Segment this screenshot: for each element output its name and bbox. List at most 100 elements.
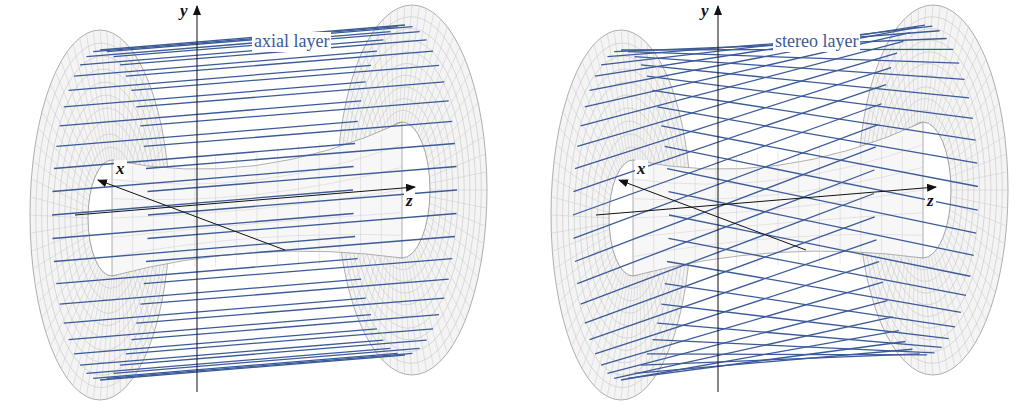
sense-wire bbox=[140, 101, 448, 126]
sense-wire bbox=[107, 27, 413, 52]
sense-wire bbox=[64, 298, 366, 323]
mesh-line bbox=[215, 156, 216, 268]
axial-panel bbox=[30, 5, 487, 400]
sense-wire bbox=[140, 279, 448, 304]
sense-wire bbox=[667, 261, 961, 312]
mesh-spoke bbox=[427, 103, 478, 158]
sense-wire bbox=[601, 282, 883, 365]
sense-wire bbox=[120, 340, 427, 365]
mesh-spoke bbox=[121, 44, 127, 164]
mesh-spoke bbox=[920, 258, 925, 374]
mesh-spoke bbox=[552, 229, 609, 251]
sense-wire bbox=[93, 27, 397, 52]
sense-wire bbox=[60, 101, 362, 126]
sense-wire bbox=[595, 262, 879, 354]
sense-wire bbox=[74, 51, 377, 76]
mesh-spoke bbox=[650, 84, 671, 177]
sense-wire bbox=[577, 53, 897, 146]
mesh-spoke bbox=[67, 269, 101, 378]
sense-wire bbox=[64, 82, 366, 107]
mesh-spoke bbox=[949, 216, 1002, 261]
mesh-spoke bbox=[950, 154, 1006, 177]
mesh-spoke bbox=[891, 36, 907, 133]
mesh-line bbox=[257, 151, 258, 266]
sense-wire bbox=[581, 193, 874, 304]
sense-wire bbox=[136, 82, 444, 107]
y-axis bbox=[718, 6, 719, 392]
mesh-spoke bbox=[640, 274, 641, 393]
mesh-spoke bbox=[551, 215, 609, 218]
mesh-spoke bbox=[880, 59, 903, 142]
mesh-line bbox=[381, 136, 382, 263]
sense-wire bbox=[657, 323, 941, 347]
mesh-spoke bbox=[51, 84, 96, 177]
layer-title: stereo layer bbox=[773, 32, 860, 52]
sense-wire bbox=[54, 144, 355, 169]
mesh-spoke bbox=[948, 103, 999, 158]
mesh-spoke bbox=[425, 87, 474, 152]
mesh-line bbox=[902, 136, 903, 263]
sense-wire bbox=[144, 121, 453, 146]
mesh-spoke bbox=[31, 179, 88, 207]
mesh-spoke bbox=[582, 61, 620, 170]
mesh-line bbox=[194, 158, 195, 268]
sense-wire bbox=[575, 68, 891, 169]
mesh-spoke bbox=[418, 36, 454, 133]
mesh-spoke bbox=[577, 72, 618, 173]
mesh-spoke bbox=[80, 274, 105, 393]
mesh-line bbox=[112, 213, 402, 238]
sense-wire bbox=[114, 348, 420, 373]
mesh-spoke bbox=[588, 269, 622, 378]
mesh-spoke bbox=[588, 52, 622, 167]
sense-wire bbox=[60, 279, 362, 304]
mesh-spoke bbox=[383, 253, 391, 361]
mesh-spoke bbox=[410, 255, 434, 367]
mesh-spoke bbox=[100, 276, 112, 400]
sense-wire bbox=[614, 317, 893, 378]
mesh-line bbox=[695, 161, 696, 269]
mesh-spoke bbox=[950, 210, 1005, 244]
sense-wire bbox=[573, 125, 878, 239]
axis-label: y bbox=[699, 2, 711, 21]
axis-label: x bbox=[635, 160, 648, 179]
mesh-line bbox=[819, 146, 820, 265]
mesh-spoke bbox=[119, 274, 120, 393]
mesh-spoke bbox=[61, 61, 99, 170]
sense-wire bbox=[100, 355, 405, 380]
mesh-line bbox=[778, 151, 779, 266]
sense-wire bbox=[585, 217, 875, 323]
mesh-spoke bbox=[567, 98, 615, 182]
mesh-spoke bbox=[413, 19, 441, 127]
sense-wire bbox=[107, 353, 413, 378]
sense-wire bbox=[126, 329, 433, 354]
mesh-spoke bbox=[911, 13, 915, 125]
sense-wire bbox=[80, 40, 383, 65]
mesh-spoke bbox=[73, 272, 103, 386]
mesh-line bbox=[319, 143, 320, 264]
sense-wire bbox=[52, 190, 353, 215]
mesh-spoke bbox=[35, 240, 89, 286]
mesh-spoke bbox=[934, 19, 962, 127]
mesh-spoke bbox=[46, 98, 94, 182]
mesh-spoke bbox=[383, 19, 391, 127]
mesh-spoke bbox=[30, 197, 88, 212]
axis-label: z bbox=[925, 192, 936, 211]
sense-wire bbox=[144, 259, 453, 284]
y-axis bbox=[197, 6, 198, 392]
mesh-spoke bbox=[424, 73, 470, 147]
sense-wire bbox=[669, 192, 974, 256]
mesh-spoke bbox=[30, 215, 88, 218]
layer-title: axial layer bbox=[252, 32, 331, 52]
mesh-spoke bbox=[123, 52, 133, 167]
sense-wire bbox=[74, 329, 377, 354]
mesh-spoke bbox=[67, 52, 101, 167]
mesh-spoke bbox=[552, 179, 609, 207]
sense-wire bbox=[136, 298, 444, 323]
sense-wire bbox=[590, 240, 877, 340]
mesh-line bbox=[236, 153, 237, 266]
mesh-spoke bbox=[941, 47, 981, 137]
sense-wire bbox=[628, 52, 959, 63]
sense-wire bbox=[146, 236, 455, 261]
mesh-spoke bbox=[939, 247, 975, 344]
mesh-spoke bbox=[129, 84, 150, 177]
